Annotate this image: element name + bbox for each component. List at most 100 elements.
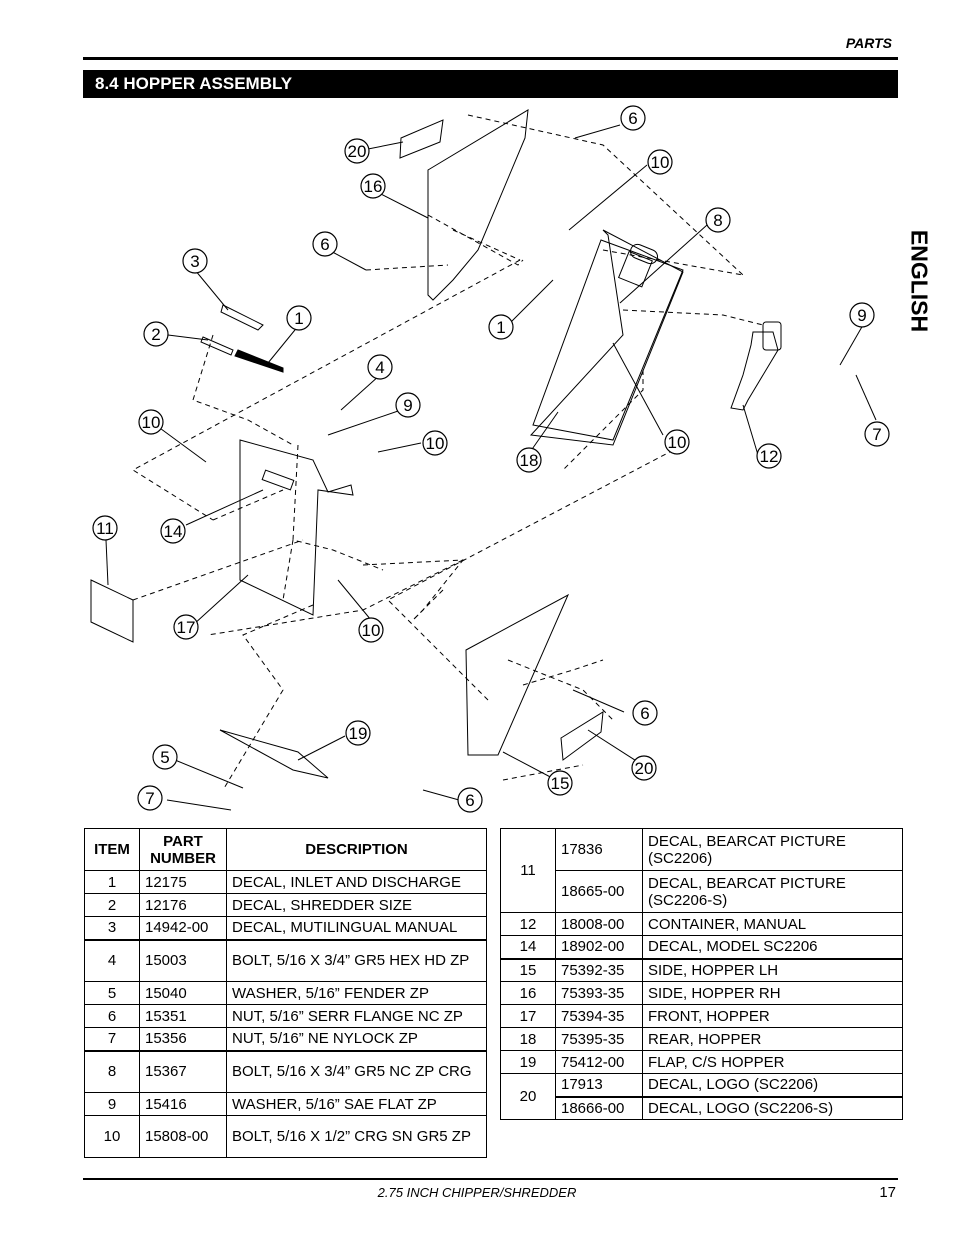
section-title: 8.4 HOPPER ASSEMBLY bbox=[83, 70, 898, 98]
cell-part: 75392-35 bbox=[555, 957, 643, 982]
cell-item: 4 bbox=[84, 938, 140, 982]
cell-item: 15 bbox=[500, 957, 556, 982]
callout: 20 bbox=[635, 759, 654, 778]
callout: 9 bbox=[403, 396, 412, 415]
cell-desc: BOLT, 5/16 X 1/2” CRG SN GR5 ZP bbox=[226, 1115, 487, 1158]
cell-part: 18902-00 bbox=[555, 935, 643, 959]
header-rule bbox=[83, 57, 898, 60]
callout: 6 bbox=[640, 704, 649, 723]
cell-item: 16 bbox=[500, 981, 556, 1005]
cell-item: 8 bbox=[84, 1049, 140, 1093]
cell-desc: BOLT, 5/16 X 3/4” GR5 NC ZP CRG bbox=[226, 1049, 487, 1093]
callout: 15 bbox=[551, 774, 570, 793]
callout: 19 bbox=[349, 724, 368, 743]
cell-desc: WASHER, 5/16” SAE FLAT ZP bbox=[226, 1092, 487, 1116]
cell-desc: DECAL, LOGO (SC2206) bbox=[642, 1073, 903, 1097]
cell-desc: DECAL, INLET AND DISCHARGE bbox=[226, 870, 487, 894]
cell-part: 15367 bbox=[139, 1049, 227, 1093]
cell-desc: REAR, HOPPER bbox=[642, 1027, 903, 1051]
callout: 20 bbox=[348, 142, 367, 161]
cell-item: 7 bbox=[84, 1027, 140, 1051]
cell-part: 18665-00 bbox=[555, 870, 643, 913]
cell-part: 75393-35 bbox=[555, 981, 643, 1005]
cell-item: 11 bbox=[500, 828, 556, 913]
cell-item: 20 bbox=[500, 1073, 556, 1120]
cell-item: 12 bbox=[500, 912, 556, 936]
cell-desc: SIDE, HOPPER RH bbox=[642, 981, 903, 1005]
header-section: PARTS bbox=[845, 35, 892, 51]
callout: 10 bbox=[426, 434, 445, 453]
cell-item: 19 bbox=[500, 1050, 556, 1074]
cell-part: 15356 bbox=[139, 1027, 227, 1051]
cell-part: 18008-00 bbox=[555, 912, 643, 936]
cell-desc: BOLT, 5/16 X 3/4” GR5 HEX HD ZP bbox=[226, 938, 487, 982]
callout: 16 bbox=[364, 177, 383, 196]
cell-item: 10 bbox=[84, 1115, 140, 1158]
callout: 6 bbox=[628, 109, 637, 128]
cell-desc: NUT, 5/16” NE NYLOCK ZP bbox=[226, 1027, 487, 1051]
cell-desc: DECAL, LOGO (SC2206-S) bbox=[642, 1095, 903, 1120]
callout: 3 bbox=[190, 252, 199, 271]
cell-part: 14942-00 bbox=[139, 916, 227, 940]
cell-part: 17836 bbox=[555, 828, 643, 871]
cell-part: 17913 bbox=[555, 1073, 643, 1097]
cell-item: 17 bbox=[500, 1004, 556, 1028]
footer-rule bbox=[83, 1178, 898, 1180]
cell-desc: DECAL, SHREDDER SIZE bbox=[226, 893, 487, 917]
cell-part: 15003 bbox=[139, 938, 227, 982]
language-tab: ENGLISH bbox=[890, 218, 948, 343]
cell-part: 75412-00 bbox=[555, 1050, 643, 1074]
cell-desc: NUT, 5/16” SERR FLANGE NC ZP bbox=[226, 1004, 487, 1028]
cell-item: 2 bbox=[84, 893, 140, 917]
cell-part: 18666-00 bbox=[555, 1095, 643, 1120]
language-tab-label: ENGLISH bbox=[906, 229, 933, 332]
cell-desc: FRONT, HOPPER bbox=[642, 1004, 903, 1028]
cell-desc: DECAL, BEARCAT PICTURE (SC2206-S) bbox=[642, 870, 903, 913]
cell-part: 15416 bbox=[139, 1092, 227, 1116]
callout: 10 bbox=[142, 413, 161, 432]
cell-part: 12176 bbox=[139, 893, 227, 917]
exploded-diagram: 6 10 20 16 8 6 3 1 1 2 9 4 9 10 10 10 12… bbox=[90, 105, 890, 813]
cell-item: 5 bbox=[84, 981, 140, 1005]
footer-title: 2.75 INCH CHIPPER/SHREDDER bbox=[377, 1185, 577, 1200]
callout: 2 bbox=[151, 325, 160, 344]
parts-table-right: 11 17836 DECAL, BEARCAT PICTURE (SC2206)… bbox=[500, 828, 903, 1120]
cell-desc: SIDE, HOPPER LH bbox=[642, 957, 903, 982]
callout: 12 bbox=[760, 447, 779, 466]
col-part-number: PART NUMBER bbox=[139, 828, 227, 871]
callout: 5 bbox=[160, 748, 169, 767]
cell-item: 9 bbox=[84, 1092, 140, 1116]
callout: 1 bbox=[294, 309, 303, 328]
col-description: DESCRIPTION bbox=[226, 828, 487, 871]
cell-desc: DECAL, MODEL SC2206 bbox=[642, 935, 903, 959]
cell-desc: CONTAINER, MANUAL bbox=[642, 912, 903, 936]
cell-desc: DECAL, BEARCAT PICTURE (SC2206) bbox=[642, 828, 903, 871]
page-number: 17 bbox=[879, 1184, 896, 1201]
callout: 8 bbox=[713, 211, 722, 230]
callout: 10 bbox=[651, 153, 670, 172]
callout: 10 bbox=[362, 621, 381, 640]
cell-desc: WASHER, 5/16” FENDER ZP bbox=[226, 981, 487, 1005]
cell-part: 15040 bbox=[139, 981, 227, 1005]
cell-item: 14 bbox=[500, 935, 556, 959]
cell-desc: FLAP, C/S HOPPER bbox=[642, 1050, 903, 1074]
callout: 9 bbox=[857, 306, 866, 325]
cell-part: 12175 bbox=[139, 870, 227, 894]
callout: 4 bbox=[375, 358, 384, 377]
cell-part: 15808-00 bbox=[139, 1115, 227, 1158]
cell-item: 18 bbox=[500, 1027, 556, 1051]
callout: 6 bbox=[465, 791, 474, 810]
callout: 18 bbox=[520, 451, 539, 470]
cell-item: 1 bbox=[84, 870, 140, 894]
callout: 10 bbox=[668, 433, 687, 452]
cell-part: 75395-35 bbox=[555, 1027, 643, 1051]
callout: 11 bbox=[96, 519, 114, 538]
cell-part: 75394-35 bbox=[555, 1004, 643, 1028]
callout: 17 bbox=[177, 618, 196, 637]
col-item: ITEM bbox=[84, 828, 140, 871]
callout: 14 bbox=[164, 522, 183, 541]
cell-item: 6 bbox=[84, 1004, 140, 1028]
callout: 7 bbox=[872, 425, 881, 444]
cell-item: 3 bbox=[84, 916, 140, 940]
